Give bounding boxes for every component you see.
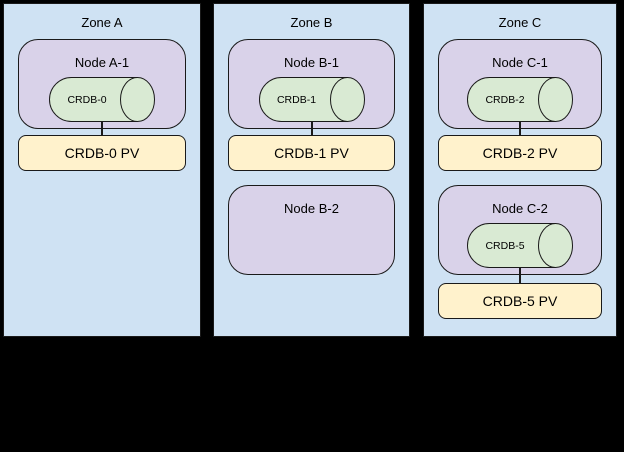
pv-label: CRDB-1 PV: [274, 145, 349, 161]
database-cylinder-icon: [49, 77, 155, 122]
pv-label: CRDB-2 PV: [482, 145, 558, 161]
zone-title: Zone B: [290, 15, 333, 30]
database-cylinder-icon: [467, 77, 573, 122]
node-c-1: Node C-1 CRDB-2: [438, 39, 602, 129]
zone-c-panel: Zone C Node C-1 CRDB-2 CRDB-2 PV Node C-…: [423, 3, 617, 337]
node-label: Node A-1: [74, 55, 130, 70]
pod-label: CRDB-5: [485, 239, 525, 252]
pv-crdb-5: CRDB-5 PV: [438, 283, 602, 319]
pv-label: CRDB-5 PV: [482, 293, 558, 309]
connector-line: [519, 121, 521, 136]
database-cylinder-icon: [467, 223, 573, 268]
zone-title: Zone A: [81, 15, 123, 30]
pv-label: CRDB-0 PV: [64, 145, 140, 161]
pv-crdb-0: CRDB-0 PV: [18, 135, 186, 171]
node-label: Node C-2: [492, 201, 548, 216]
crdb-0-pod: CRDB-0: [49, 77, 155, 122]
zone-b-panel: Zone B Node B-1 CRDB-1 CRDB-1 PV Node B-…: [213, 3, 410, 337]
connector-line: [310, 121, 313, 136]
node-label: Node B-1: [284, 55, 339, 70]
pod-label: CRDB-1: [276, 93, 317, 106]
zone-title: Zone C: [498, 15, 542, 30]
zone-a-panel: Zone A Node A-1 CRDB-0 CRDB-0 PV: [3, 3, 201, 337]
pv-crdb-1: CRDB-1 PV: [228, 135, 395, 171]
connector-line: [101, 121, 103, 136]
crdb-2-pod: CRDB-2: [467, 77, 573, 122]
database-cylinder-icon: [258, 77, 365, 122]
pod-label: CRDB-2: [485, 93, 525, 106]
pv-crdb-2: CRDB-2 PV: [438, 135, 602, 171]
connector-line: [519, 267, 521, 284]
node-c-2: Node C-2 CRDB-5: [438, 185, 602, 275]
node-label: Node B-2: [284, 201, 339, 216]
node-b-1: Node B-1 CRDB-1: [228, 39, 395, 129]
node-a-1: Node A-1 CRDB-0: [18, 39, 186, 129]
crdb-1-pod: CRDB-1: [258, 77, 365, 122]
node-label: Node C-1: [492, 55, 548, 70]
node-b-2: Node B-2: [228, 185, 395, 275]
crdb-5-pod: CRDB-5: [467, 223, 573, 268]
pod-label: CRDB-0: [67, 93, 107, 106]
